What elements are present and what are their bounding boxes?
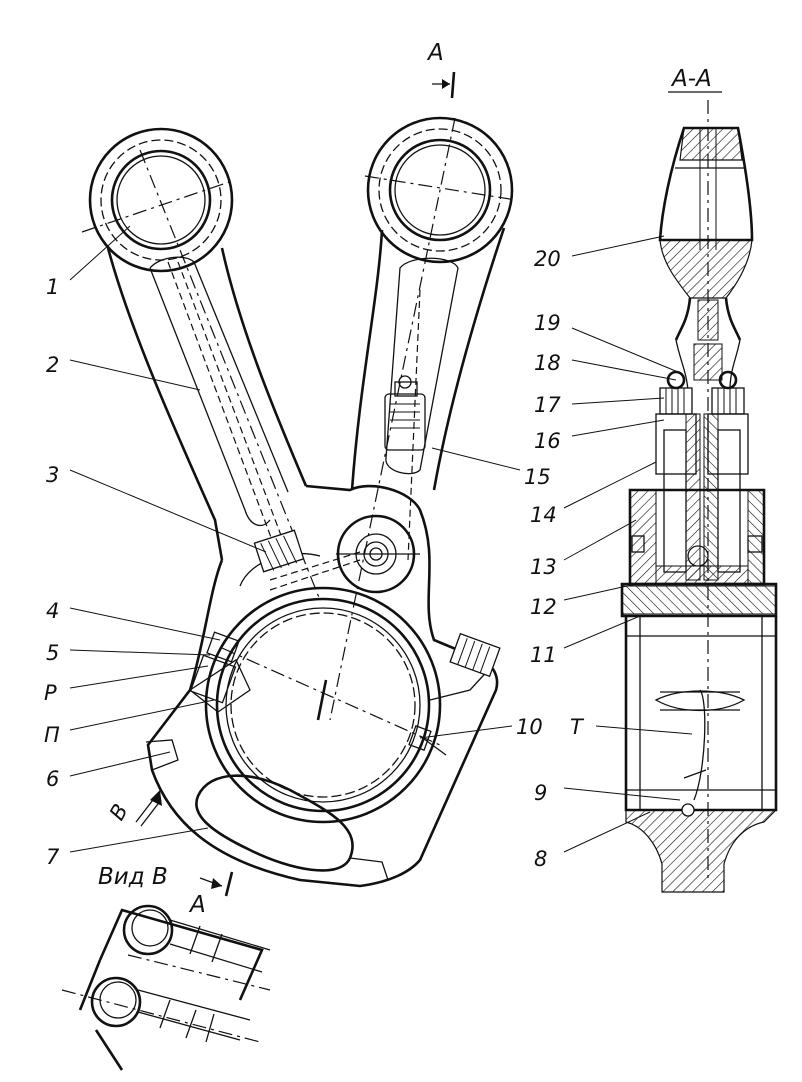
callout-3: 3: [46, 463, 59, 487]
callout-P: Р: [44, 681, 57, 705]
callout-12: 12: [530, 595, 557, 619]
section-title: A-A: [670, 66, 712, 92]
big-end-body: [145, 484, 501, 888]
leader-lines: [69, 225, 693, 853]
callout-20: 20: [534, 247, 561, 271]
view-b-detail: [61, 904, 271, 1071]
callout-6: 6: [46, 767, 59, 791]
callout-2: 2: [46, 353, 59, 377]
callout-17: 17: [534, 393, 561, 417]
callout-15: 15: [524, 465, 551, 489]
section-aa: [620, 91, 778, 893]
cutting-plane-label-top: A: [426, 40, 444, 66]
callout-10: 10: [516, 715, 543, 739]
right-rod: [329, 116, 517, 721]
callout-11: 11: [530, 643, 557, 667]
callout-4: 4: [46, 599, 59, 623]
callout-18: 18: [534, 351, 561, 375]
callout-7: 7: [46, 845, 60, 869]
left-rod: [81, 127, 321, 601]
callout-8: 8: [534, 847, 547, 871]
nut-right: [449, 632, 501, 678]
view-b-title: Вид В: [98, 864, 168, 890]
callout-13: 13: [530, 555, 557, 579]
callout-T: Т: [570, 715, 585, 739]
callout-16: 16: [534, 429, 561, 453]
callout-14: 14: [530, 503, 557, 527]
view-b-arrow-label: В: [105, 800, 133, 824]
labels: A A-A A Вид В В 1 2 3 4 5 Р П 6 7 8 9 Т …: [44, 40, 712, 918]
cutting-plane-line: [199, 71, 456, 897]
callout-5: 5: [46, 641, 59, 665]
main-rod-assembly: [81, 71, 517, 897]
cutting-plane-label-bottom: A: [188, 892, 206, 918]
callout-9: 9: [534, 781, 547, 805]
callout-19: 19: [534, 311, 561, 335]
callout-Pi: П: [44, 723, 60, 747]
section-bolts: [655, 370, 749, 581]
view-b-arrow: [135, 790, 162, 827]
callout-1: 1: [46, 275, 59, 299]
nut-3: [253, 529, 305, 573]
